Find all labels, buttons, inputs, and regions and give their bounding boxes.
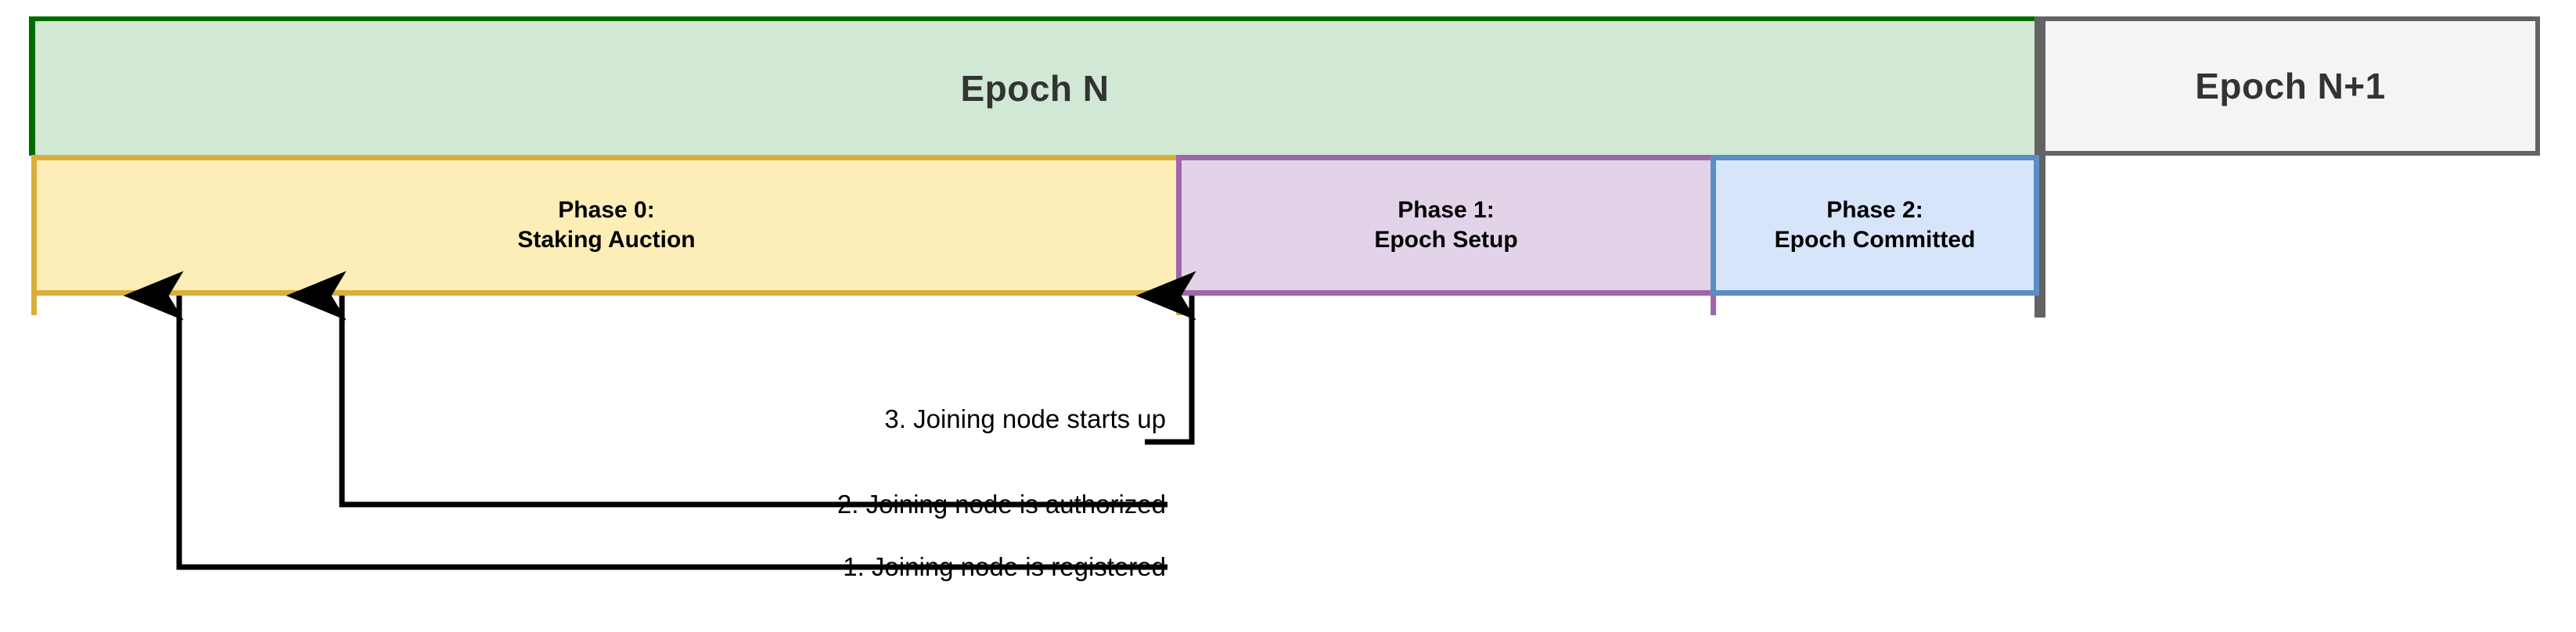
callout-3-label: 3. Joining node starts up bbox=[884, 404, 1166, 433]
phase-0-box: Phase 0: Staking Auction bbox=[31, 155, 1182, 296]
epoch-n-plus-1-label: Epoch N+1 bbox=[2195, 66, 2386, 106]
epoch-n-band: Epoch N bbox=[35, 16, 2035, 156]
epoch-n-label: Epoch N bbox=[960, 68, 1110, 109]
phase-2-subtitle: Epoch Committed bbox=[1774, 227, 1976, 253]
phase-1-title: Phase 1: bbox=[1398, 196, 1495, 223]
phase-1-subtitle: Epoch Setup bbox=[1374, 227, 1518, 253]
callout-2-connector bbox=[286, 271, 1167, 508]
epoch-n-start-marker bbox=[29, 16, 36, 156]
phase-2-title: Phase 2: bbox=[1826, 196, 1923, 223]
epoch-n-plus-1-band: Epoch N+1 bbox=[2045, 16, 2540, 156]
callout-1-label: 1. Joining node is registered bbox=[843, 552, 1166, 581]
phase-1-box: Phase 1: Epoch Setup bbox=[1176, 155, 1716, 296]
phase-0-title: Phase 0: bbox=[558, 196, 655, 223]
phase-2-box: Phase 2: Epoch Committed bbox=[1711, 155, 2039, 296]
phase-0-subtitle: Staking Auction bbox=[517, 227, 696, 253]
callout-2-label: 2. Joining node is authorized bbox=[836, 490, 1166, 519]
